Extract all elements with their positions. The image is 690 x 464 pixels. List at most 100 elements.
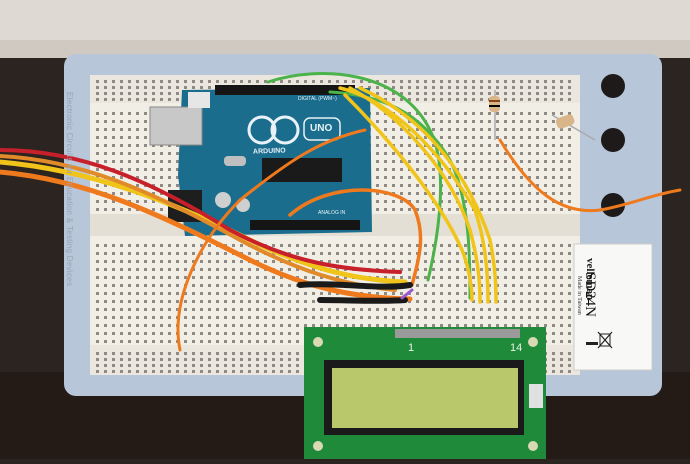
breadboard-hole [216,268,219,271]
breadboard-hole [176,168,179,171]
breadboard-hole [192,370,195,373]
lcd-mount-hole-3 [313,441,323,451]
breadboard-hole [136,292,139,295]
breadboard-hole [400,252,403,255]
breadboard-hole [136,92,139,95]
breadboard-hole [536,316,539,319]
breadboard-hole [568,284,571,287]
breadboard-hole [216,324,219,327]
breadboard-hole [544,300,547,303]
breadboard-hole [424,252,427,255]
breadboard-hole [512,128,515,131]
breadboard-hole [176,98,179,101]
breadboard-hole [376,168,379,171]
breadboard-hole [416,144,419,147]
breadboard-hole [456,244,459,247]
breadboard-hole [216,284,219,287]
breadboard-hole [504,268,507,271]
breadboard-hole [152,192,155,195]
breadboard-hole [104,128,107,131]
breadboard-hole [392,136,395,139]
breadboard-hole [312,324,315,327]
breadboard-hole [136,340,139,343]
breadboard-hole [536,136,539,139]
breadboard-hole [200,86,203,89]
breadboard-hole [416,276,419,279]
breadboard-hole [296,80,299,83]
breadboard-hole [520,144,523,147]
breadboard-hole [248,308,251,311]
breadboard-hole [536,80,539,83]
breadboard-hole [464,120,467,123]
breadboard-hole [376,208,379,211]
breadboard-hole [144,86,147,89]
breadboard-hole [160,252,163,255]
breadboard-hole [560,92,563,95]
breadboard-hole [152,92,155,95]
breadboard-hole [232,244,235,247]
breadboard-hole [128,86,131,89]
breadboard-hole [480,316,483,319]
breadboard-hole [488,120,491,123]
breadboard-hole [384,276,387,279]
breadboard-hole [152,352,155,355]
breadboard-hole [128,358,131,361]
breadboard-hole [456,284,459,287]
breadboard-hole [408,192,411,195]
breadboard-hole [152,370,155,373]
breadboard-hole [512,80,515,83]
breadboard-hole [504,292,507,295]
breadboard-hole [96,308,99,311]
breadboard-hole [536,200,539,203]
breadboard-hole [464,144,467,147]
breadboard-hole [128,308,131,311]
breadboard-hole [472,324,475,327]
breadboard-hole [120,260,123,263]
breadboard-hole [272,284,275,287]
breadboard-hole [320,244,323,247]
breadboard-hole [136,276,139,279]
breadboard-hole [104,136,107,139]
breadboard-hole [560,112,563,115]
breadboard-hole [568,92,571,95]
breadboard-hole [272,352,275,355]
breadboard-hole [376,324,379,327]
breadboard-hole [568,200,571,203]
breadboard-hole [512,300,515,303]
breadboard-hole [96,86,99,89]
breadboard-hole [512,208,515,211]
breadboard-hole [456,308,459,311]
breadboard-hole [160,244,163,247]
breadboard-hole [144,352,147,355]
breadboard-hole [536,160,539,163]
breadboard-hole [536,284,539,287]
breadboard-hole [240,358,243,361]
breadboard-hole [392,152,395,155]
breadboard-hole [472,136,475,139]
breadboard-hole [424,268,427,271]
breadboard-hole [520,160,523,163]
breadboard-hole [112,276,115,279]
breadboard-hole [536,260,539,263]
breadboard-hole [552,340,555,343]
breadboard-hole [528,260,531,263]
breadboard-hole [184,332,187,335]
breadboard-hole [288,324,291,327]
breadboard-hole [472,128,475,131]
breadboard-hole [472,260,475,263]
breadboard-hole [400,316,403,319]
breadboard-hole [360,316,363,319]
breadboard-hole [144,370,147,373]
breadboard-hole [384,200,387,203]
breadboard-hole [328,316,331,319]
breadboard-hole [520,92,523,95]
breadboard-hole [400,128,403,131]
breadboard-hole [112,80,115,83]
breadboard-hole [168,300,171,303]
breadboard-hole [504,308,507,311]
breadboard-hole [344,260,347,263]
breadboard-hole [376,244,379,247]
breadboard-hole [536,152,539,155]
breadboard-hole [552,136,555,139]
breadboard-hole [288,316,291,319]
